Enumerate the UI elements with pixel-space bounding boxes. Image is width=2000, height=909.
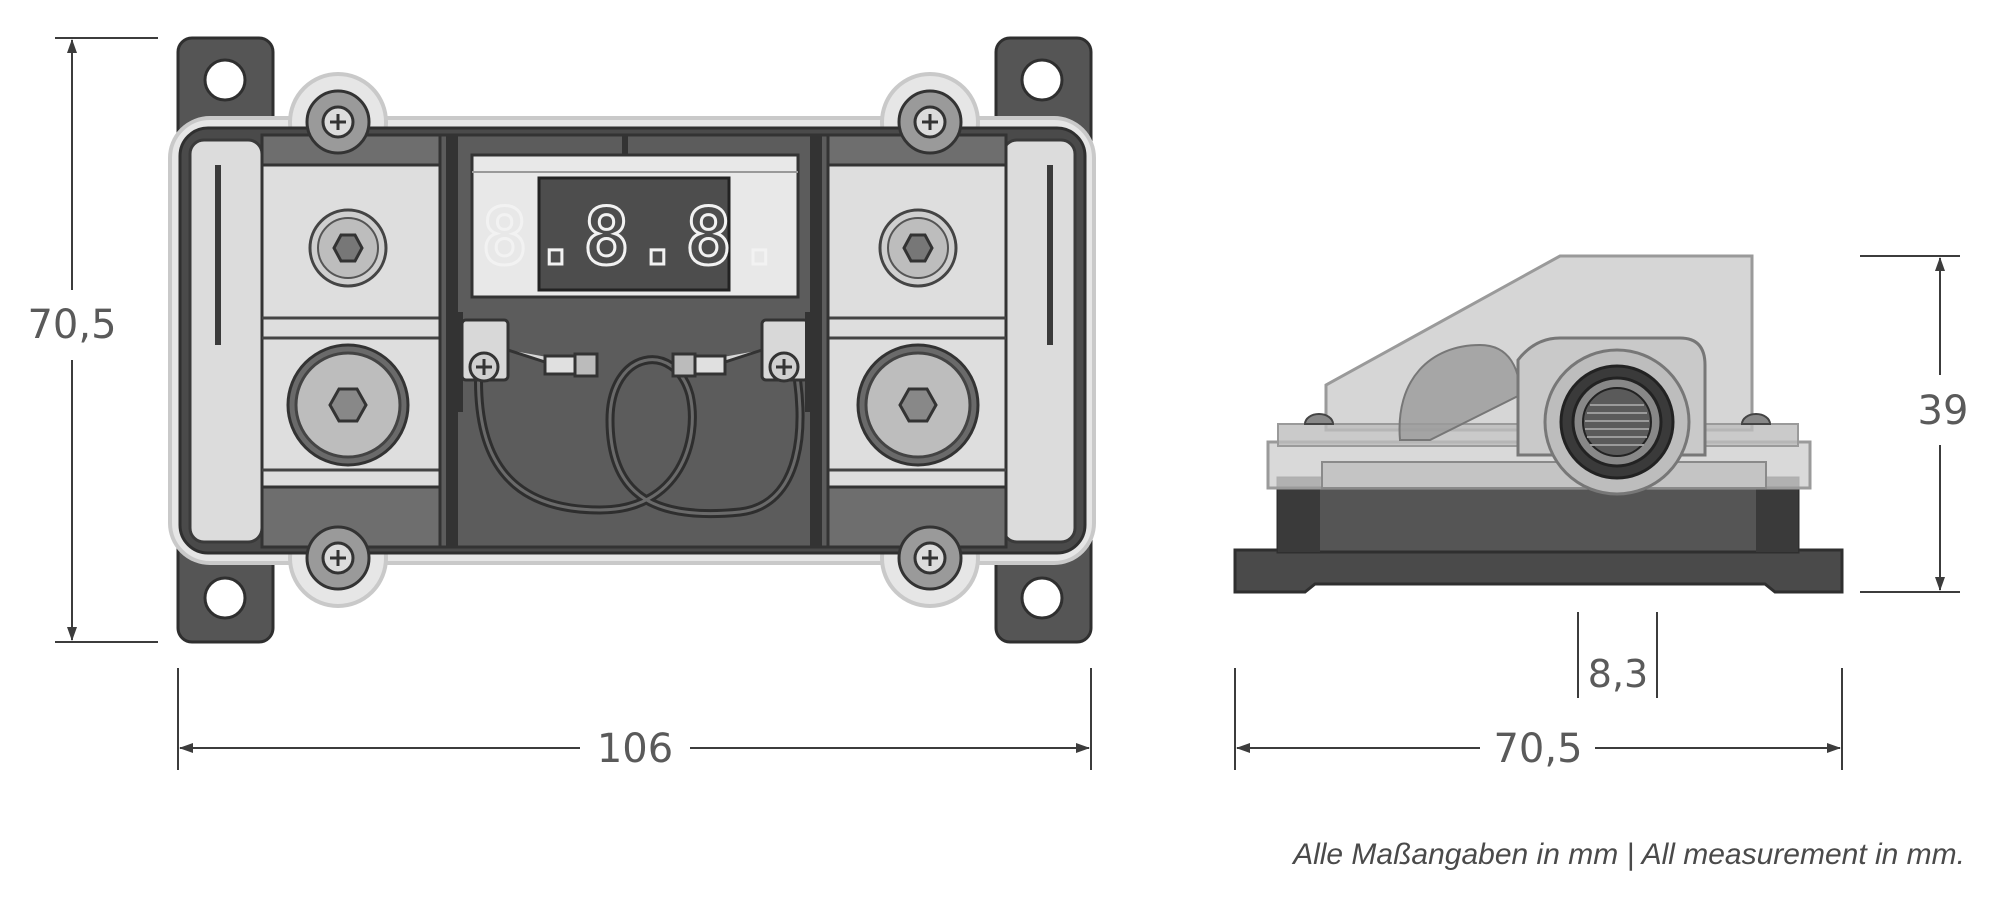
mount-hole-icon: [1020, 576, 1064, 620]
ring-terminal-left: [457, 312, 599, 412]
side-housing: [1276, 476, 1800, 554]
mount-hole-icon: [203, 576, 247, 620]
front-width-label: 106: [597, 726, 673, 772]
side-width-label: 70,5: [1493, 726, 1582, 772]
phillips-screw-icon: [897, 89, 963, 155]
side-height-dimension: 39: [1860, 255, 1969, 593]
hex-screw-icon: [878, 208, 958, 288]
front-height-dimension: 70,5: [27, 37, 158, 643]
side-width-dimension: 70,5: [1234, 668, 1843, 772]
phillips-screw-icon: [305, 89, 371, 155]
stud-nut-icon: [286, 343, 410, 467]
front-height-label: 70,5: [27, 302, 116, 348]
measurement-note: Alle Maßangaben in mm | All measurement …: [1291, 838, 1965, 871]
mount-hole-icon: [203, 58, 247, 102]
side-rail-right: [1001, 138, 1077, 544]
stud-width-dimension: 8,3: [1577, 612, 1658, 698]
front-width-dimension: 106: [177, 668, 1092, 772]
side-view: [1233, 254, 1844, 594]
side-rail-left: [188, 138, 264, 544]
phillips-screw-icon: [897, 525, 963, 591]
side-base-plate: [1233, 548, 1844, 594]
stud-width-label: 8,3: [1588, 652, 1648, 696]
ring-terminal-right: [671, 312, 811, 412]
mount-hole-icon: [1020, 58, 1064, 102]
led-display: [537, 176, 731, 292]
front-view: 8.8.8.: [168, 36, 1096, 644]
side-height-label: 39: [1918, 388, 1969, 434]
phillips-screw-icon: [305, 525, 371, 591]
stud-nut-icon: [856, 343, 980, 467]
hex-screw-icon: [308, 208, 388, 288]
stud-end-icon: [1543, 348, 1691, 496]
led-readout: 8.8.8.: [481, 193, 787, 283]
